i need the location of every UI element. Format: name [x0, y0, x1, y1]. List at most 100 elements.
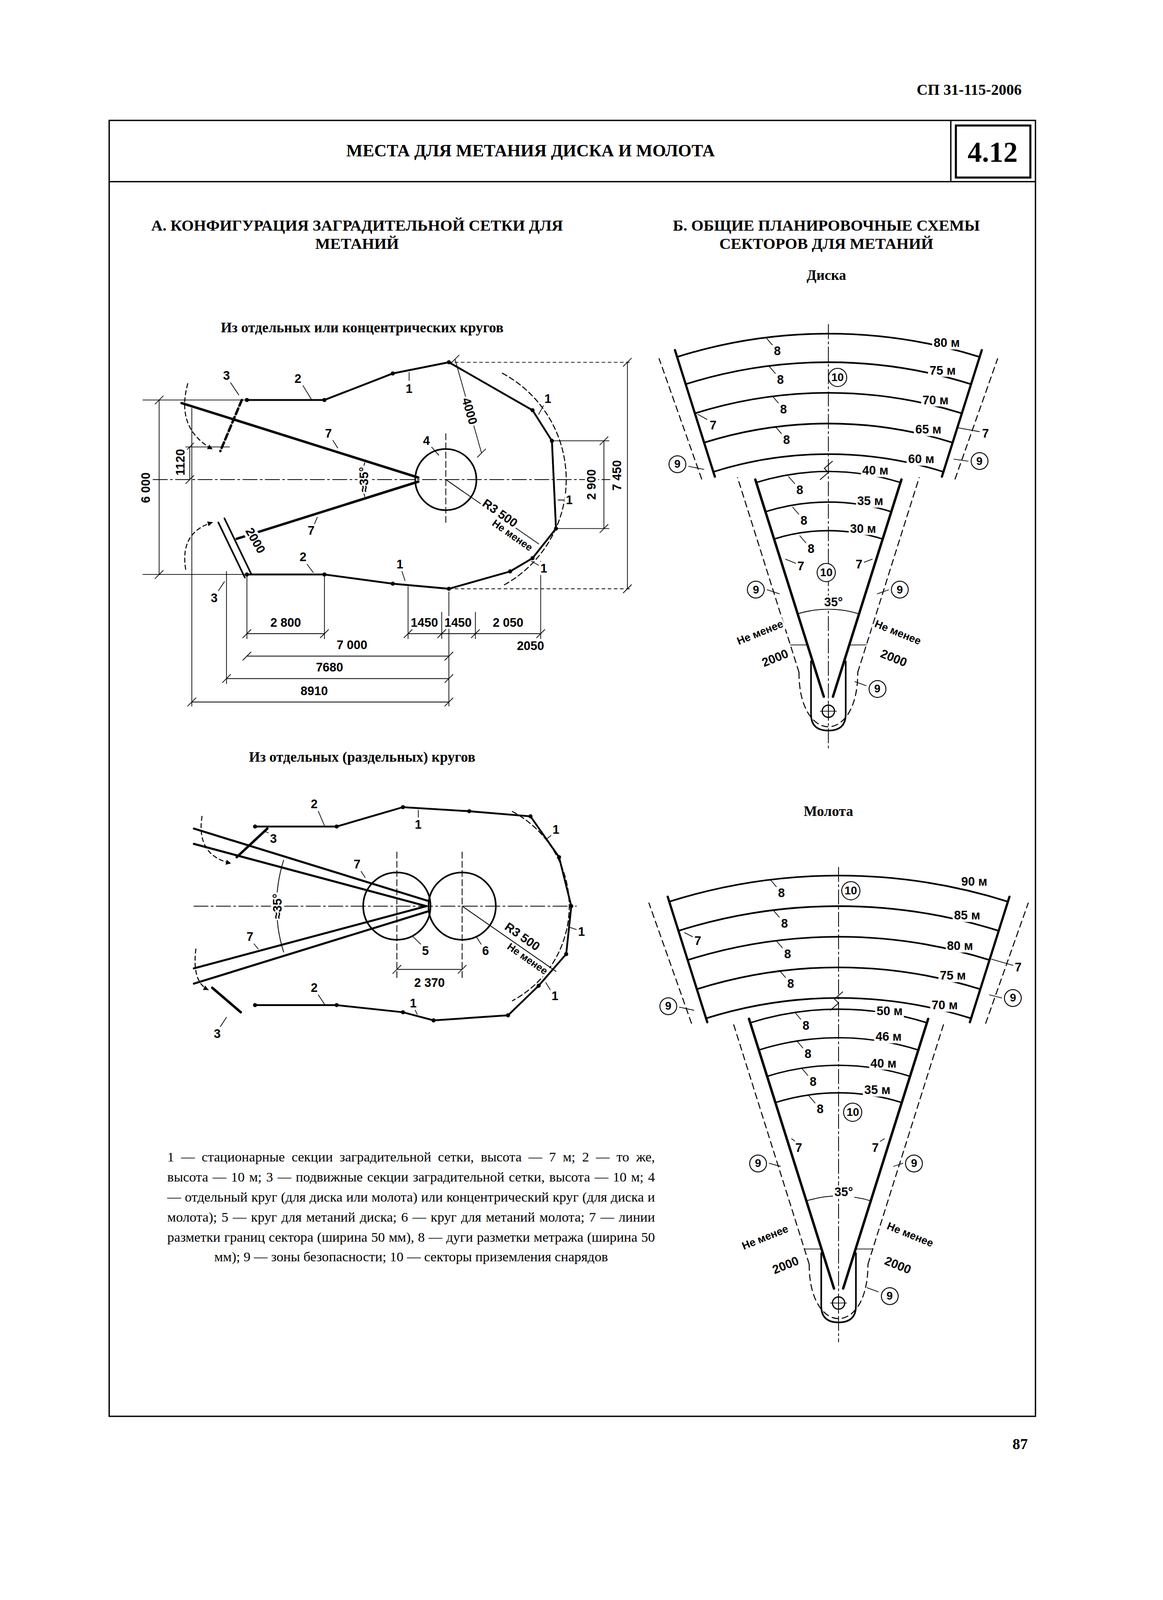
fence-plan-separate — [392, 965, 467, 974]
drawing-label: 8 — [799, 513, 809, 527]
drawing-label: 1 — [550, 988, 560, 1003]
drawing-label: 8 — [815, 1102, 825, 1116]
fence-plan-concentric — [142, 396, 247, 579]
hammer-sector — [733, 1023, 944, 1319]
page-title: МЕСТА ДЛЯ МЕТАНИЯ ДИСКА И МОЛОТА — [346, 140, 716, 161]
drawing-label: ≈35° — [270, 891, 284, 920]
circled-number: 9 — [1003, 988, 1022, 1007]
drawing-label: 1450 — [442, 615, 474, 629]
circled-number: 9 — [880, 1286, 899, 1305]
hammer-sector — [679, 879, 1014, 1292]
fence-plan-concentric — [502, 373, 567, 587]
fence-plan-concentric — [530, 407, 535, 412]
drawing-label: 1 — [413, 817, 423, 831]
circled-number: 9 — [668, 455, 687, 474]
circled-number: 10 — [828, 367, 848, 387]
drawing-label: 7 — [352, 857, 362, 871]
drawing-label: 8 — [806, 542, 816, 556]
fence-plan-separate — [220, 809, 577, 1027]
fence-plan-separate — [212, 987, 242, 1013]
fence-plan-separate — [505, 1013, 510, 1018]
discus-sector — [828, 324, 829, 750]
fence-plan-separate — [252, 824, 258, 829]
circled-number-text: 9 — [976, 455, 983, 468]
drawing-label: 2050 — [515, 639, 546, 653]
drawing-label: 35 м — [863, 1082, 892, 1097]
drawing-label: 7 — [1013, 960, 1024, 974]
drawing-label: 2 — [309, 981, 320, 995]
discus-sector — [820, 702, 837, 720]
circled-number-text: 9 — [1009, 992, 1017, 1004]
fence-plan-concentric — [508, 569, 513, 574]
fence-plan-separate — [569, 903, 574, 908]
page-frame — [956, 125, 1031, 178]
drawing-label: 8 — [775, 372, 786, 386]
drawing-label: 7 — [793, 1141, 804, 1155]
circled-number: 9 — [905, 1154, 923, 1173]
drawing-label: 7 — [980, 427, 991, 441]
circled-number: 10 — [843, 1102, 863, 1122]
hammer-sector — [804, 1248, 873, 1250]
discus-sector — [697, 414, 980, 564]
fence-plan-concentric — [551, 436, 609, 533]
drawing-label: 75 м — [938, 968, 968, 983]
drawing-label: 7 — [306, 524, 316, 538]
drawing-label: 7 — [796, 559, 806, 573]
fence-plan-separate — [193, 804, 577, 1027]
fence-plan-separate — [401, 804, 406, 809]
fence-plan-separate — [462, 905, 556, 972]
circled-number: 9 — [890, 580, 909, 599]
drawing-label: 7 — [323, 427, 334, 441]
fence-plan-concentric — [242, 651, 453, 660]
fence-plan-concentric — [623, 358, 632, 593]
drawing-label: 2 050 — [491, 615, 525, 629]
drawing-label: 7 — [708, 418, 718, 433]
hammer-sector — [750, 1008, 927, 1103]
drawing-label: 2000 — [877, 646, 911, 670]
drawing-label: 3 — [268, 832, 278, 846]
fence-plan-separate — [200, 816, 231, 864]
drawing-label: 7 000 — [335, 638, 369, 652]
hammer-sector — [830, 1294, 847, 1312]
drawing-label: 5 — [420, 944, 431, 958]
drawing-label: 1 — [551, 823, 561, 837]
drawing-label: 8 — [801, 1018, 811, 1032]
heading-text: СП 31-115-2006 — [916, 81, 1022, 99]
circled-number-text: 9 — [910, 1157, 918, 1169]
fence-plan-separate — [193, 828, 429, 984]
discus-sector — [756, 471, 901, 539]
drawing-label: 1450 — [409, 615, 440, 629]
drawing-label: 7680 — [314, 660, 345, 675]
drawing-label: 85 м — [952, 908, 982, 922]
fence-plan-concentric — [218, 518, 252, 578]
drawing-label: 7 — [693, 934, 703, 948]
discus-sector — [790, 644, 867, 646]
drawing-label: 1120 — [174, 447, 188, 477]
discus-sector — [811, 661, 846, 731]
drawing-label: 1 — [564, 493, 575, 507]
drawing-label: 1 — [395, 557, 405, 572]
circled-number: 10 — [841, 880, 861, 901]
fence-plan-separate — [467, 808, 472, 814]
fence-plan-concentric — [448, 362, 633, 589]
circled-number: 10 — [816, 562, 836, 582]
hammer-sector — [648, 867, 1029, 1342]
drawing-label: 8 — [785, 977, 796, 991]
heading-text: 4.12 — [967, 135, 1018, 169]
legend-note: 1 — стационарные секции заградительной с… — [167, 1147, 655, 1267]
fence-plan-separate — [236, 828, 268, 858]
circled-number-text: 10 — [846, 1106, 860, 1118]
page-frame — [109, 120, 1036, 182]
drawing-label: 1 — [539, 561, 549, 575]
drawing-label: 40 м — [869, 1056, 898, 1070]
discus-sector — [797, 608, 860, 614]
drawing-label: 8 — [781, 432, 792, 447]
fence-plan-separate — [255, 807, 572, 1021]
drawing-label: 2 — [298, 550, 308, 564]
circled-number-text: 10 — [820, 566, 833, 579]
drawing-label: 30 м — [848, 521, 878, 536]
circled-number: 9 — [749, 1154, 767, 1173]
fence-plan-concentric — [242, 629, 546, 638]
drawing-label: 8 — [802, 1047, 813, 1061]
